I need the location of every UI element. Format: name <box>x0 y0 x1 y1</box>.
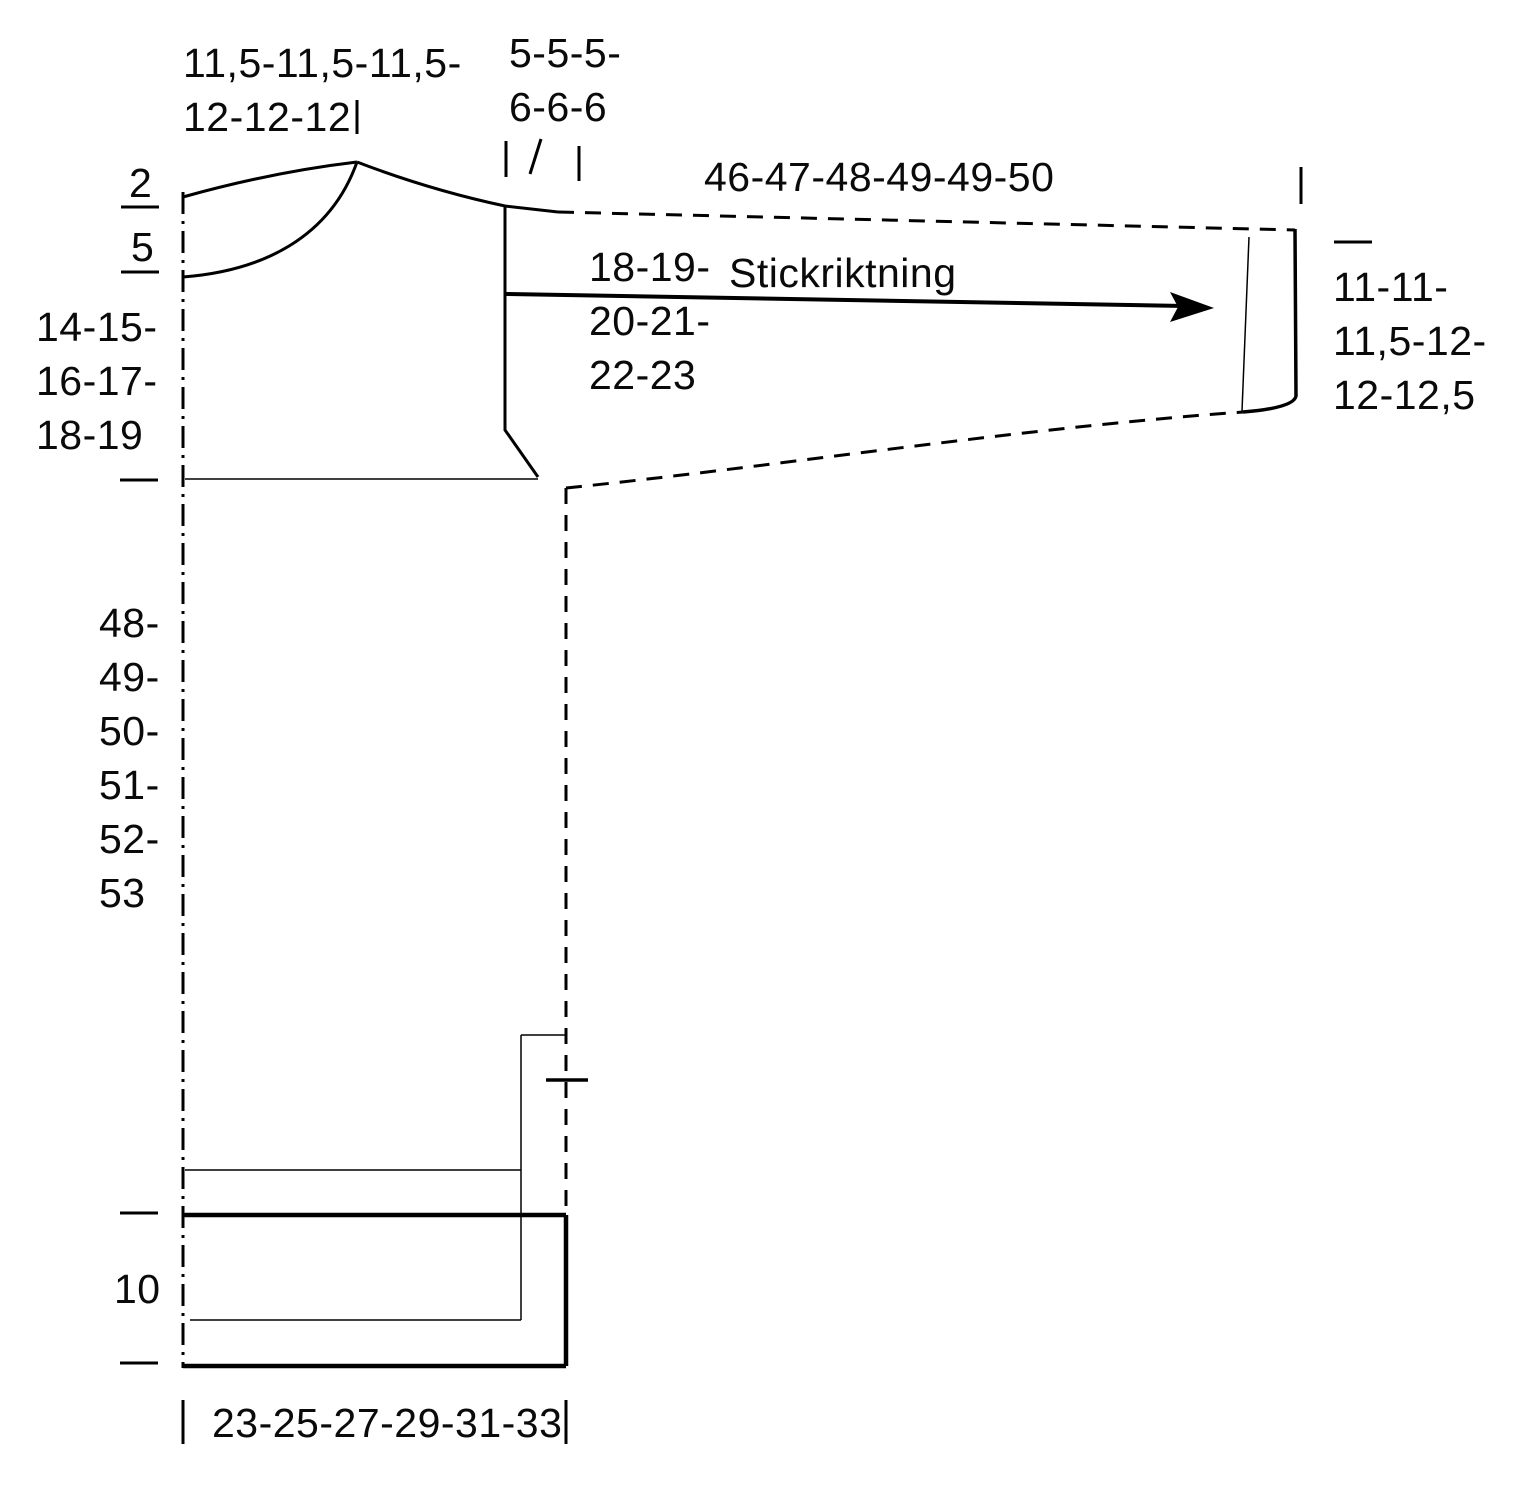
knit-direction-arrowhead <box>1170 292 1214 322</box>
knit-direction-arrow-shaft <box>505 292 1186 308</box>
back-neck-curve <box>182 160 358 199</box>
label-back-neck-depth: 2 <box>129 160 153 206</box>
label-body-width: 23-25-27-29-31-33 <box>212 1400 563 1446</box>
tick-neck-mid <box>528 138 543 175</box>
label-body-length: 48- 49- 50- 51- 52- 53 <box>99 600 160 916</box>
cuff-outer-edge <box>1242 228 1298 414</box>
label-sleeve-length: 46-47-48-49-49-50 <box>704 154 1055 200</box>
label-shoulder-width: 11,5-11,5-11,5- 12-12-12 <box>183 40 462 140</box>
label-rib-height: 10 <box>114 1266 161 1312</box>
shoulder-line <box>356 160 559 214</box>
label-sleeve-width: 18-19- 20-21- 22-23 <box>589 244 711 398</box>
label-armhole-depth: 14-15- 16-17- 18-19 <box>36 304 158 458</box>
sleeve-top-edge <box>557 210 1296 232</box>
sleeve-bottom-edge <box>565 410 1244 490</box>
cuff-inner-line <box>1241 236 1250 412</box>
label-knit-direction: Stickriktning <box>729 250 957 296</box>
armhole-edge <box>503 206 540 478</box>
label-front-neck-depth: 5 <box>131 224 155 270</box>
label-cuff-width: 11-11- 11,5-12- 12-12,5 <box>1333 264 1487 418</box>
label-neck-width: 5-5-5- 6-6-6 <box>509 30 622 130</box>
front-neck-curve <box>182 161 359 279</box>
